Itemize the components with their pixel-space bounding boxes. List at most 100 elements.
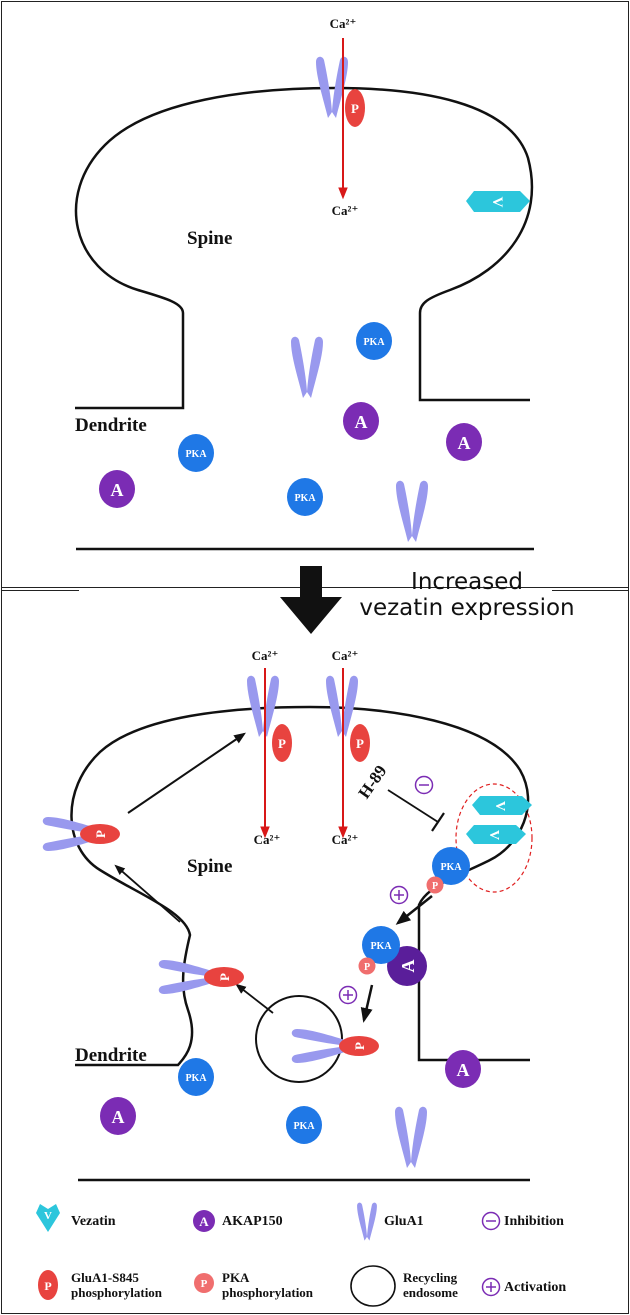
akap-icon: A (387, 946, 427, 986)
svg-text:A: A (112, 1107, 125, 1127)
akap-icon: A (446, 423, 482, 461)
glua1-icon (357, 1202, 377, 1241)
vezatin-icon: V (472, 796, 532, 815)
svg-text:P: P (432, 881, 438, 892)
activation-icon (389, 885, 409, 905)
legend: V Vezatin A AKAP150 GluA1 Inhibition P G… (36, 1202, 566, 1307)
highlight-circle (455, 783, 533, 893)
s845-phosphorylation-icon (272, 724, 292, 762)
legend-s845: P GluA1-S845 phosphorylation (38, 1270, 163, 1300)
akap-icon (193, 1210, 215, 1232)
svg-text:PKA: PKA (294, 493, 316, 504)
caption-line-2: vezatin expression (359, 595, 575, 621)
pka-icon: PKA (362, 926, 400, 964)
svg-text:Vezatin: Vezatin (71, 1214, 116, 1229)
vezatin-icon: V (466, 825, 526, 844)
s845-phosphorylation-icon: P (80, 824, 120, 844)
svg-text:endosome: endosome (403, 1285, 458, 1300)
panel-divider-left (1, 590, 79, 591)
svg-text:phosphorylation: phosphorylation (71, 1285, 163, 1300)
inhibition-line (387, 789, 439, 823)
svg-text:V: V (44, 1210, 52, 1222)
top-glua1-channel: P (316, 56, 365, 127)
ca-label-outside: Ca²⁺ (330, 16, 357, 31)
svg-text:PKA: PKA (363, 337, 385, 348)
endosome-icon (350, 1265, 396, 1307)
ca-label-inside: Ca²⁺ (332, 203, 359, 218)
v-glyph: V (489, 197, 505, 208)
svg-text:PKA: PKA (440, 862, 462, 873)
activation-icon (481, 1277, 501, 1297)
svg-text:PKA: PKA (185, 1073, 207, 1084)
svg-text:phosphorylation: phosphorylation (222, 1285, 314, 1300)
pka-icon: PKA (356, 322, 392, 360)
s845-phosphorylation-icon: P (204, 967, 244, 987)
ca-label-outside: Ca²⁺ (252, 648, 279, 663)
legend-endosome: Recycling endosome (350, 1265, 458, 1307)
ca-label-inside: Ca²⁺ (332, 832, 359, 847)
svg-text:V: V (492, 801, 507, 811)
pka-icon: PKA (286, 1106, 322, 1144)
inhibition-icon (414, 775, 434, 795)
legend-akap150: A AKAP150 (193, 1210, 283, 1232)
activation-icon (338, 985, 358, 1005)
endosome-icon (255, 995, 343, 1083)
legend-vezatin: V Vezatin (36, 1204, 116, 1232)
legend-inhibition: Inhibition (481, 1211, 564, 1231)
svg-text:A: A (457, 1060, 470, 1080)
inhibition-icon (481, 1211, 501, 1231)
svg-text:Activation: Activation (504, 1280, 566, 1295)
top-panel-frame (1, 1, 629, 587)
vezatin-icon (36, 1204, 60, 1232)
svg-text:P: P (217, 973, 232, 981)
down-arrow-icon (280, 566, 342, 634)
svg-text:Recycling: Recycling (403, 1270, 458, 1285)
pka-phosphorylation-icon: P (426, 876, 444, 894)
s845-phosphorylation-icon (350, 724, 370, 762)
dendrite-label: Dendrite (75, 1045, 147, 1066)
s845-phosphorylation-icon (345, 89, 365, 127)
svg-text:A: A (199, 1214, 209, 1229)
svg-text:P: P (278, 736, 286, 751)
legend-pka-phosphorylation: P PKA phosphorylation (194, 1270, 314, 1300)
svg-text:PKA: PKA (222, 1270, 250, 1285)
glua1-icon (291, 336, 323, 398)
top-vezatin: V (466, 191, 530, 212)
top-spine-membrane (74, 86, 534, 551)
p-icon (38, 1270, 58, 1300)
ca-label-inside: Ca²⁺ (254, 832, 281, 847)
pka-icon: PKA (287, 478, 323, 516)
glua1-icon (396, 480, 428, 542)
vezatin-icon (466, 191, 530, 212)
akap-icon: A (99, 470, 135, 508)
svg-text:P: P (356, 736, 364, 751)
glua1-icon (247, 675, 279, 737)
svg-text:P: P (364, 962, 370, 973)
pka-icon: PKA (178, 1058, 214, 1096)
svg-text:PKA: PKA (370, 941, 392, 952)
trafficking-arrow (127, 732, 246, 814)
svg-text:P: P (93, 830, 108, 838)
h89-label: H-89 (354, 762, 390, 802)
svg-text:GluA1: GluA1 (384, 1214, 424, 1229)
trafficking-arrow (235, 983, 274, 1014)
spine-label: Spine (187, 228, 232, 249)
bottom-glua1-channel-1: P (247, 675, 292, 762)
legend-activation: Activation (481, 1277, 566, 1297)
svg-text:Inhibition: Inhibition (504, 1214, 564, 1229)
svg-text:A: A (458, 433, 471, 453)
pka-phosphorylation-icon (194, 1273, 214, 1293)
svg-text:P: P (352, 1042, 367, 1050)
activation-arrow (395, 895, 433, 925)
svg-text:GluA1-S845: GluA1-S845 (71, 1270, 139, 1285)
akap-icon: A (343, 402, 379, 440)
svg-text:A: A (398, 960, 418, 973)
caption-line-1: Increased (411, 569, 523, 595)
glua1-icon (395, 1106, 427, 1168)
akap-icon: A (445, 1050, 481, 1088)
svg-text:A: A (111, 480, 124, 500)
ca-label-outside: Ca²⁺ (332, 648, 359, 663)
svg-text:PKA: PKA (293, 1121, 315, 1132)
